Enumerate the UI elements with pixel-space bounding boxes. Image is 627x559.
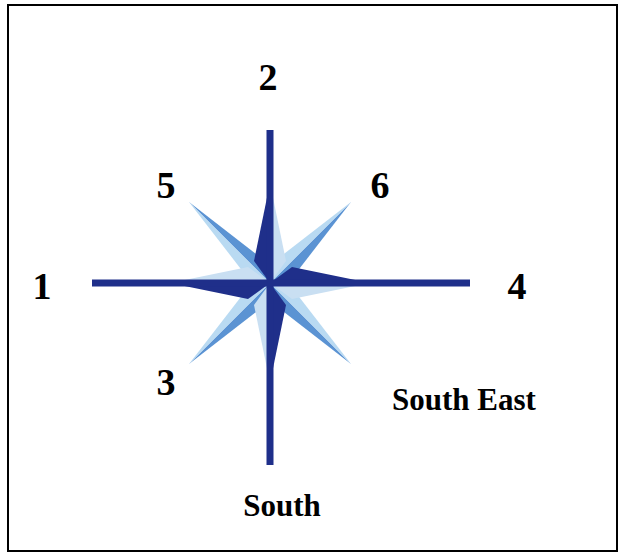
callout-number: 4: [508, 266, 527, 308]
direction-label: South: [243, 489, 321, 523]
direction-label: South East: [392, 383, 536, 417]
callout-number: 6: [371, 165, 390, 207]
callout-number: 3: [157, 362, 176, 404]
callout-number: 1: [33, 266, 52, 308]
callout-number: 2: [259, 57, 278, 99]
east-west-axis: [92, 280, 470, 287]
north-south-axis: [267, 130, 274, 465]
callout-number: 5: [157, 165, 176, 207]
